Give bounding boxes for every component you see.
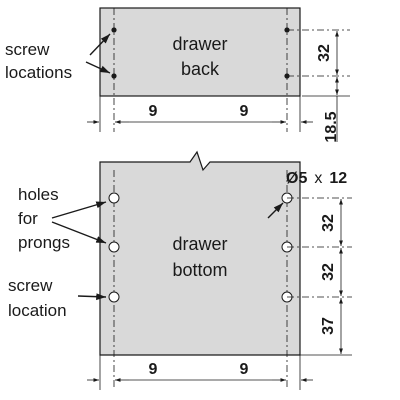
bottom-right-offset-value: 9	[240, 361, 249, 378]
back-hole-spacing-value: 32	[316, 44, 333, 62]
screw-location-leader	[77, 293, 107, 301]
holes-label-1: holes	[18, 185, 59, 204]
back-screw-hole-bottom-left	[111, 73, 117, 79]
screw-location-label-1: screw	[8, 276, 53, 295]
holes-label-2: for	[18, 209, 38, 228]
drawer-back-label-2: back	[181, 59, 220, 79]
hole-depth-value: 12	[329, 170, 347, 187]
hole-diameter-value: Ø5	[286, 170, 307, 187]
back-bottom-offset-value: 18.5	[323, 111, 340, 142]
screw-location-label-2: location	[8, 301, 67, 320]
drawer-back-panel	[99, 7, 301, 97]
drawer-bottom-label-2: bottom	[172, 260, 227, 280]
hole-times-symbol: x	[314, 170, 322, 187]
drawer-bottom-label-1: drawer	[172, 234, 227, 254]
bottom-spacing-3-value: 37	[320, 317, 337, 335]
screw-locations-leader-top	[89, 33, 111, 56]
back-screw-hole-top-left	[111, 27, 117, 33]
back-left-offset-value: 9	[149, 103, 158, 120]
screw-hole-bottom-left	[108, 291, 120, 303]
drawer-bottom-panel	[99, 150, 301, 356]
drawer-back-label-1: drawer	[172, 34, 227, 54]
bottom-spacing-2-value: 32	[320, 263, 337, 281]
prong-hole-middle-left	[108, 241, 120, 253]
holes-leader-bottom	[51, 221, 107, 244]
bottom-left-offset-value: 9	[149, 361, 158, 378]
holes-label-3: prongs	[18, 233, 70, 252]
back-right-offset-value: 9	[240, 103, 249, 120]
hole-spec-label: Ø5 x 12	[286, 170, 347, 187]
prong-hole-top-left	[108, 192, 120, 204]
screw-locations-label-1: screw	[5, 40, 50, 59]
screw-locations-leader-bottom	[85, 61, 111, 74]
hole-spec-leader	[267, 202, 284, 219]
bottom-spacing-1-value: 32	[320, 214, 337, 232]
holes-leader-top	[51, 201, 107, 219]
screw-locations-label-2: locations	[5, 63, 72, 82]
